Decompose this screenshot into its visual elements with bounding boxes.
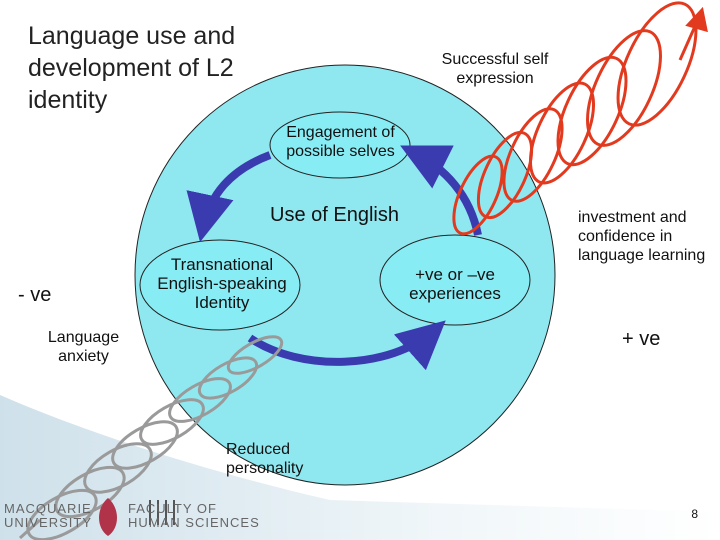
label-investment-confidence: investment and confidence in language le… — [578, 209, 706, 264]
label-use-of-english: Use of English — [270, 204, 399, 226]
arrow-identity-to-experiences — [247, 320, 446, 371]
spiral-up — [452, 1, 708, 236]
ellipse-experiences — [379, 234, 531, 326]
logo-line-1: MACQUARIE — [4, 501, 92, 516]
label-experiences: +ve or –ve experiences — [409, 265, 501, 303]
arrow-engagement-to-identity — [186, 151, 272, 243]
footer-wave — [0, 395, 720, 540]
label-transnational-identity: Transnational English-speaking Identity — [157, 255, 287, 312]
page-number: 8 — [691, 507, 698, 521]
label-language-anxiety: Language anxiety — [47, 329, 120, 365]
label-negative: - ve — [18, 284, 52, 306]
university-logo-mark — [99, 498, 175, 536]
logo-faculty-text: FACULTY OF HUMAN SCIENCES — [128, 502, 260, 530]
ellipse-engagement — [269, 111, 411, 179]
logo-faculty-line-2: HUMAN SCIENCES — [128, 515, 260, 530]
logo-university-text: MACQUARIE UNIVERSITY — [4, 502, 92, 530]
label-reduced-personality: Reduced personality — [226, 441, 304, 477]
arrow-experiences-to-engagement — [400, 145, 482, 236]
label-engagement-possible-selves: Engagement of possible selves — [286, 124, 395, 160]
label-successful-self-expression: Successful self expression — [441, 51, 549, 87]
diagram-title: Language use and development of L2 ident… — [28, 22, 236, 114]
spiral-down — [18, 335, 284, 540]
logo-line-2: UNIVERSITY — [4, 515, 93, 530]
logo-faculty-line-1: FACULTY OF — [128, 501, 217, 516]
label-positive: + ve — [622, 328, 661, 350]
